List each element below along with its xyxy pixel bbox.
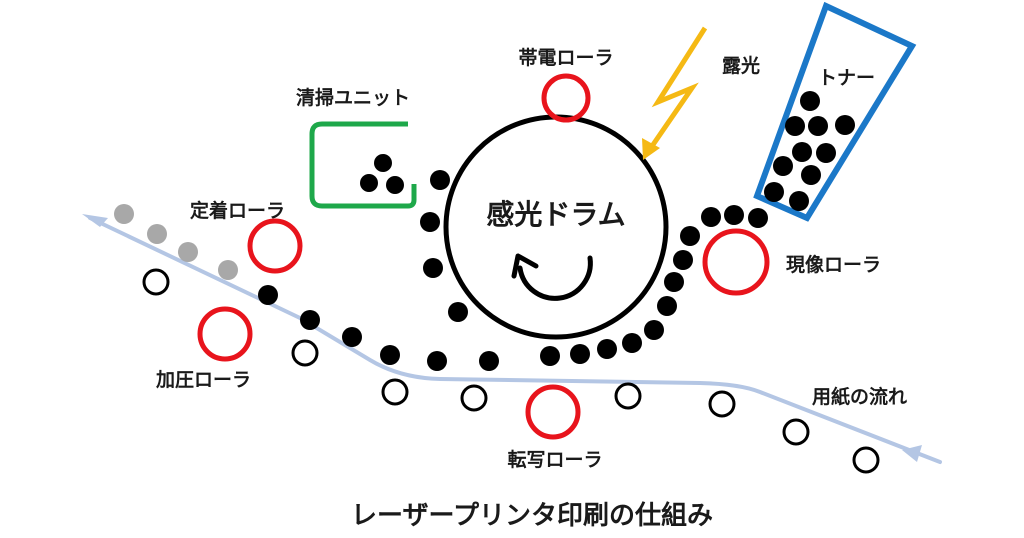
exposure-label: 露光 (722, 54, 760, 77)
transfer-roller-label: 転写ローラ (507, 449, 602, 471)
diagram-title: レーザープリンタ印刷の仕組み (351, 500, 713, 531)
paper-path-arrowhead-right (902, 445, 922, 462)
developing-roller-label: 現像ローラ (786, 253, 881, 276)
toner-hopper: トナー (753, 1, 917, 222)
fixing-roller: 定着ローラ (190, 199, 303, 274)
charge-roller: 帯電ローラ (518, 46, 614, 123)
pressure-roller-label: 加圧ローラ (155, 369, 251, 391)
exposure-lightning-icon: 露光 (642, 26, 760, 160)
paper-guide-rollers (142, 268, 880, 474)
toner-on-drum (420, 170, 768, 366)
pressure-roller: 加圧ローラ (155, 306, 253, 391)
rotation-arrow-icon (511, 253, 593, 301)
toner-on-paper (258, 285, 499, 371)
fixed-toner (114, 204, 238, 280)
fixing-roller-label: 定着ローラ (190, 199, 285, 222)
cleaning-unit-label: 清掃ユニット (296, 86, 410, 109)
photosensitive-drum: 感光ドラム (443, 114, 669, 340)
paper-path-arrowhead-left (82, 214, 108, 227)
transfer-roller: 転写ローラ (507, 384, 603, 471)
charge-roller-label: 帯電ローラ (518, 46, 613, 69)
paper-flow-label: 用紙の流れ (812, 385, 907, 408)
paper-path (82, 214, 942, 464)
toner-particles (764, 91, 855, 211)
toner-label: トナー (818, 67, 875, 89)
cleaning-unit: 清掃ユニット (296, 86, 417, 209)
developing-roller: 現像ローラ (702, 228, 881, 296)
drum-label: 感光ドラム (486, 198, 625, 231)
